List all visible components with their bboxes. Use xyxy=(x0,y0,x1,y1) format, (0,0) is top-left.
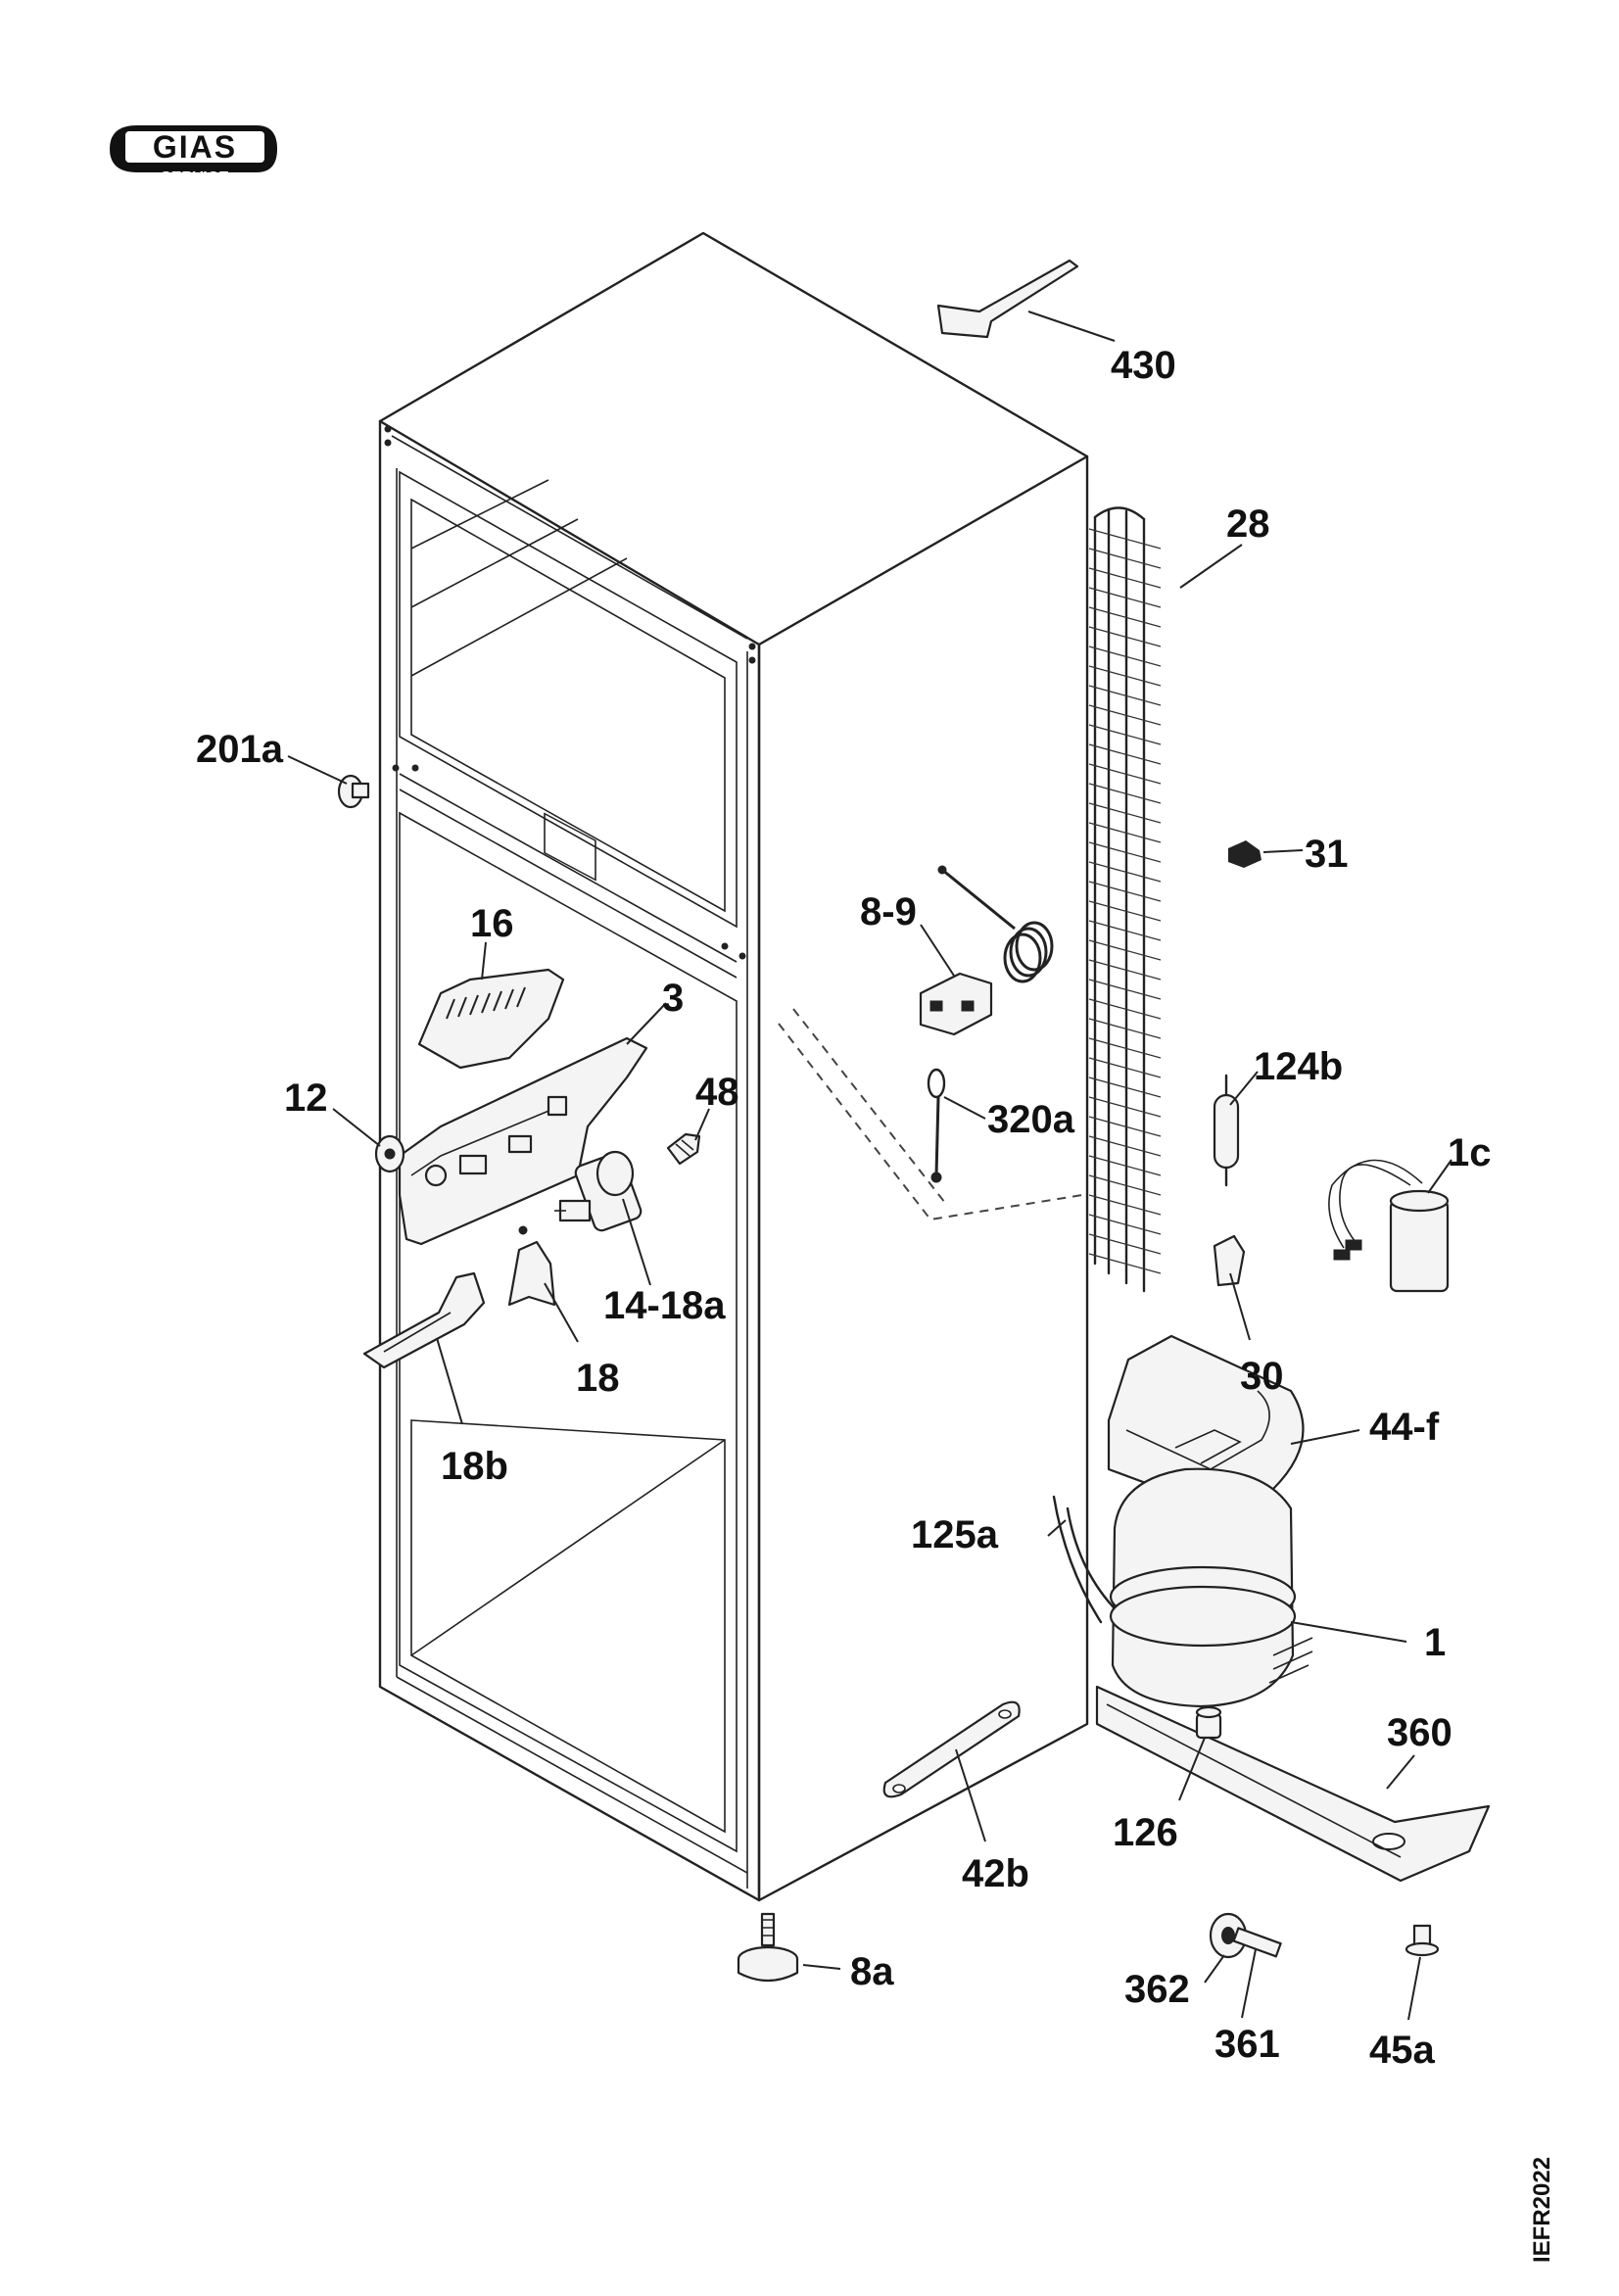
part-8a-adjustable-foot xyxy=(737,1912,799,1983)
label-8-9: 8-9 xyxy=(860,890,917,933)
part-362-washer xyxy=(1209,1912,1248,1959)
part-8-9-thermostat-coil xyxy=(919,865,1054,1036)
label-18: 18 xyxy=(576,1357,620,1400)
label-31: 31 xyxy=(1305,833,1349,876)
label-12: 12 xyxy=(284,1076,328,1120)
part-1c-capacitor xyxy=(1328,1159,1450,1293)
logo-service-text: SERVICE xyxy=(161,169,229,186)
label-201a: 201a xyxy=(196,728,284,771)
part-3-control-housing xyxy=(398,1036,648,1246)
part-18-bracket xyxy=(507,1225,556,1307)
condenser-coil xyxy=(1088,506,1162,1293)
part-1-compressor xyxy=(1052,1467,1313,1708)
label-125a: 125a xyxy=(911,1513,999,1556)
label-361: 361 xyxy=(1214,2023,1280,2066)
label-48: 48 xyxy=(695,1071,739,1114)
part-360-base-rail xyxy=(1095,1685,1491,1883)
part-16-lamp-cover xyxy=(417,968,565,1070)
sheet-code: IEFR2022 xyxy=(1529,2157,1555,2263)
part-126-grommet xyxy=(1195,1705,1222,1740)
part-30-clip xyxy=(1213,1234,1246,1287)
label-1c: 1c xyxy=(1448,1131,1492,1174)
part-31-clip xyxy=(1228,840,1262,868)
part-320a-sensor xyxy=(927,1068,946,1183)
label-42b: 42b xyxy=(962,1852,1029,1895)
leader-lines xyxy=(287,311,1452,2021)
label-44-f: 44-f xyxy=(1369,1406,1440,1449)
part-124b-filter xyxy=(1213,1074,1240,1187)
part-labels: 430 28 201a 31 16 8-9 3 12 48 320a 124b … xyxy=(196,344,1492,2072)
label-18b: 18b xyxy=(441,1445,508,1488)
label-14-18a: 14-18a xyxy=(603,1284,726,1327)
label-30: 30 xyxy=(1240,1355,1284,1398)
label-16: 16 xyxy=(470,902,514,945)
label-320a: 320a xyxy=(987,1098,1075,1141)
part-201a-plug xyxy=(337,774,370,809)
part-430-bracket xyxy=(936,259,1079,339)
label-45a: 45a xyxy=(1369,2029,1435,2072)
part-12-knob xyxy=(374,1134,405,1173)
part-48-lamp xyxy=(666,1132,701,1166)
label-124b: 124b xyxy=(1254,1045,1343,1088)
label-28: 28 xyxy=(1226,502,1270,546)
logo-brand-text: GIAS xyxy=(153,129,237,165)
part-45a-foot xyxy=(1405,1924,1440,1957)
label-1: 1 xyxy=(1424,1621,1446,1664)
label-126: 126 xyxy=(1113,1811,1178,1854)
label-430: 430 xyxy=(1111,344,1176,387)
part-42b-bracket xyxy=(882,1700,1021,1798)
part-14-18a-thermostat xyxy=(554,1150,643,1232)
fridge-cabinet xyxy=(378,231,1089,1902)
label-360: 360 xyxy=(1387,1711,1452,1754)
label-362: 362 xyxy=(1124,1968,1190,2011)
label-8a: 8a xyxy=(850,1950,894,1993)
part-18b-handle xyxy=(362,1271,486,1369)
part-361-bolt xyxy=(1232,1927,1282,1958)
gias-service-logo: GIAS SERVICE xyxy=(110,125,277,186)
label-3: 3 xyxy=(662,977,684,1020)
